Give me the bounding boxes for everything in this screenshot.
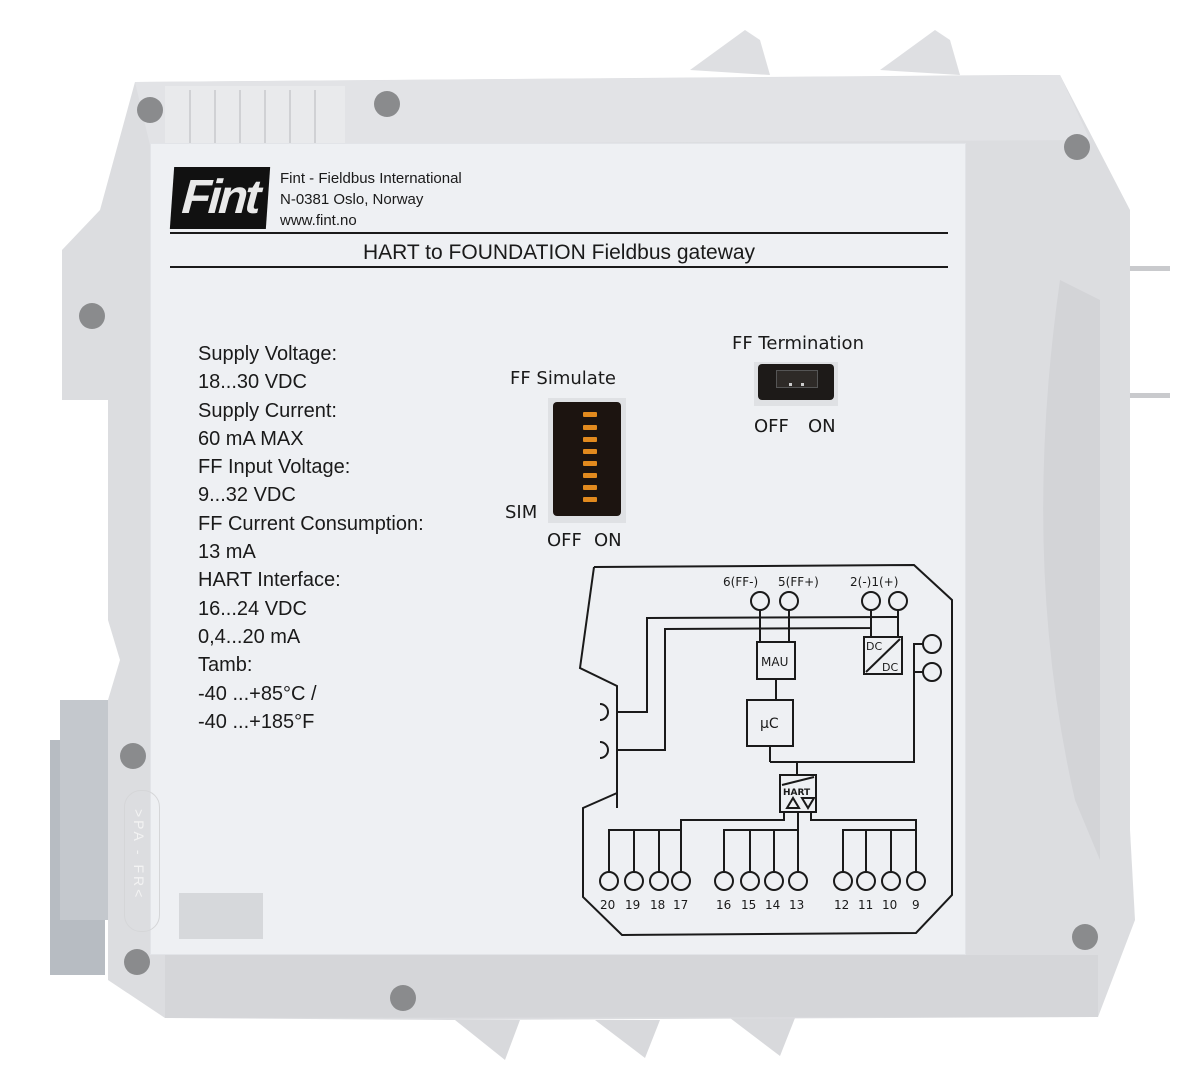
dip-lever-5[interactable] xyxy=(583,461,597,466)
dip-lever-7[interactable] xyxy=(583,485,597,490)
termination-switch-body xyxy=(758,364,834,400)
terminal-17: 17 xyxy=(673,898,688,912)
housing-marking: >PA - FR< xyxy=(124,790,160,932)
termination-slider[interactable] xyxy=(776,370,818,388)
block-dcdc-out: DC xyxy=(882,661,898,674)
spec-label-ff-current: FF Current Consumption: xyxy=(198,512,424,535)
spec-value-tamb-f: -40 ...+185°F xyxy=(198,710,315,733)
spec-list: Supply Voltage: 18...30 VDC Supply Curre… xyxy=(198,340,424,736)
terminal-18: 18 xyxy=(650,898,665,912)
terminal-19: 19 xyxy=(625,898,640,912)
terminal-label-ff-minus: 6(FF-) xyxy=(723,575,758,589)
terminal-label-ff-plus: 5(FF+) xyxy=(778,575,819,589)
company-address: N-0381 Oslo, Norway xyxy=(280,191,424,208)
block-dcdc-in: DC xyxy=(866,640,882,653)
ff-termination-switch[interactable] xyxy=(754,362,838,406)
company-name: Fint - Fieldbus International xyxy=(280,170,462,187)
block-mau: MAU xyxy=(761,655,788,669)
terminal-20: 20 xyxy=(600,898,615,912)
spec-value-supply-current: 60 mA MAX xyxy=(198,427,304,450)
dip-lever-4[interactable] xyxy=(583,449,597,454)
spec-value-ff-current: 13 mA xyxy=(198,541,256,564)
spec-label-ff-input-voltage: FF Input Voltage: xyxy=(198,456,351,479)
product-title: HART to FOUNDATION Fieldbus gateway xyxy=(362,241,756,264)
block-microcontroller: µC xyxy=(760,716,779,732)
dip-switch-body xyxy=(553,402,621,516)
spec-value-tamb-c: -40 ...+85°C / xyxy=(198,682,317,705)
spec-value-supply-voltage: 18...30 VDC xyxy=(198,371,307,394)
blank-marker-tag xyxy=(179,893,263,939)
terminal-14: 14 xyxy=(765,898,780,912)
block-hart-modem: HART xyxy=(783,788,811,798)
terminal-12: 12 xyxy=(834,898,849,912)
spec-value-hart-voltage: 16...24 VDC xyxy=(198,597,307,620)
dip-lever-3[interactable] xyxy=(583,437,597,442)
company-info: Fint - Fieldbus International N-0381 Osl… xyxy=(280,168,462,231)
terminal-16: 16 xyxy=(716,898,731,912)
ff-simulate-dip-switch[interactable] xyxy=(548,398,626,523)
housing-marking-text: >PA - FR< xyxy=(131,809,147,901)
terminal-15: 15 xyxy=(741,898,756,912)
spec-label-supply-current: Supply Current: xyxy=(198,399,337,422)
dip-lever-8[interactable] xyxy=(583,497,597,502)
ff-termination-off-label: OFF xyxy=(754,416,789,437)
ff-termination-on-label: ON xyxy=(808,416,836,437)
ff-simulate-title: FF Simulate xyxy=(510,368,616,389)
dip-lever-2[interactable] xyxy=(583,425,597,430)
title-rule-top xyxy=(170,232,948,234)
spec-label-tamb: Tamb: xyxy=(198,654,253,677)
terminal-label-supply: 2(-)1(+) xyxy=(850,575,898,589)
terminal-13: 13 xyxy=(789,898,804,912)
ff-termination-title: FF Termination xyxy=(732,333,864,354)
dip-lever-1[interactable] xyxy=(583,412,597,417)
title-rule-bottom xyxy=(170,266,948,268)
ff-simulate-sim-label: SIM xyxy=(505,502,538,523)
ff-simulate-on-label: ON xyxy=(594,530,622,551)
dip-lever-6[interactable] xyxy=(583,473,597,478)
ff-simulate-off-label: OFF xyxy=(547,530,582,551)
spec-value-ff-input-voltage: 9...32 VDC xyxy=(198,484,296,507)
spec-label-supply-voltage: Supply Voltage: xyxy=(198,343,337,365)
spec-value-hart-current: 0,4...20 mA xyxy=(198,625,301,648)
spec-label-hart-interface: HART Interface: xyxy=(198,569,341,592)
terminal-11: 11 xyxy=(858,898,873,912)
terminal-10: 10 xyxy=(882,898,897,912)
company-website: www.fint.no xyxy=(280,212,357,229)
terminal-9: 9 xyxy=(912,898,920,912)
